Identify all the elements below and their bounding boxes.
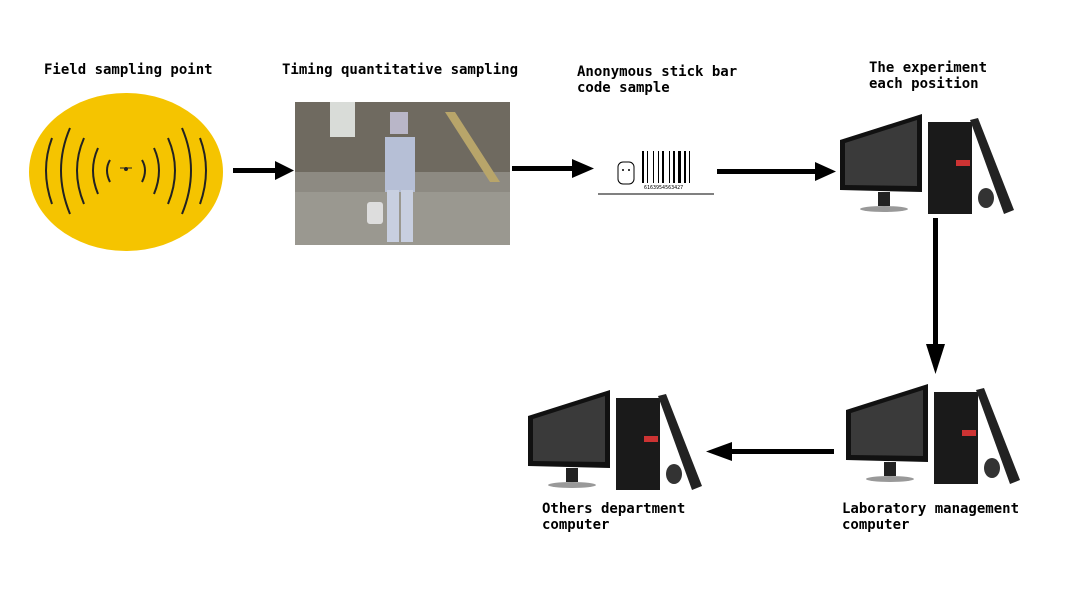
label-timing-sampling: Timing quantitative sampling [282,62,519,78]
barcode-number: 6163954563427 [644,185,683,191]
arrow-right-icon [717,162,836,181]
arrow-right-icon [233,161,294,180]
label-others-department-computer: Others department computer [542,501,686,533]
arrow-right-icon [512,159,594,178]
label-barcode-sample: Anonymous stick bar code sample [577,64,738,96]
barcode-icon: 6163954563427 [598,151,714,195]
sampling-worker-photo [295,102,510,245]
field-sampling-target-icon [29,93,223,251]
label-lab-management-computer: Laboratory management computer [842,501,1020,533]
label-experiment-position: The experiment each position [869,60,988,92]
label-field-sampling-point: Field sampling point [44,62,213,78]
arrow-left-icon [706,442,834,461]
arrow-down-icon [926,218,945,374]
